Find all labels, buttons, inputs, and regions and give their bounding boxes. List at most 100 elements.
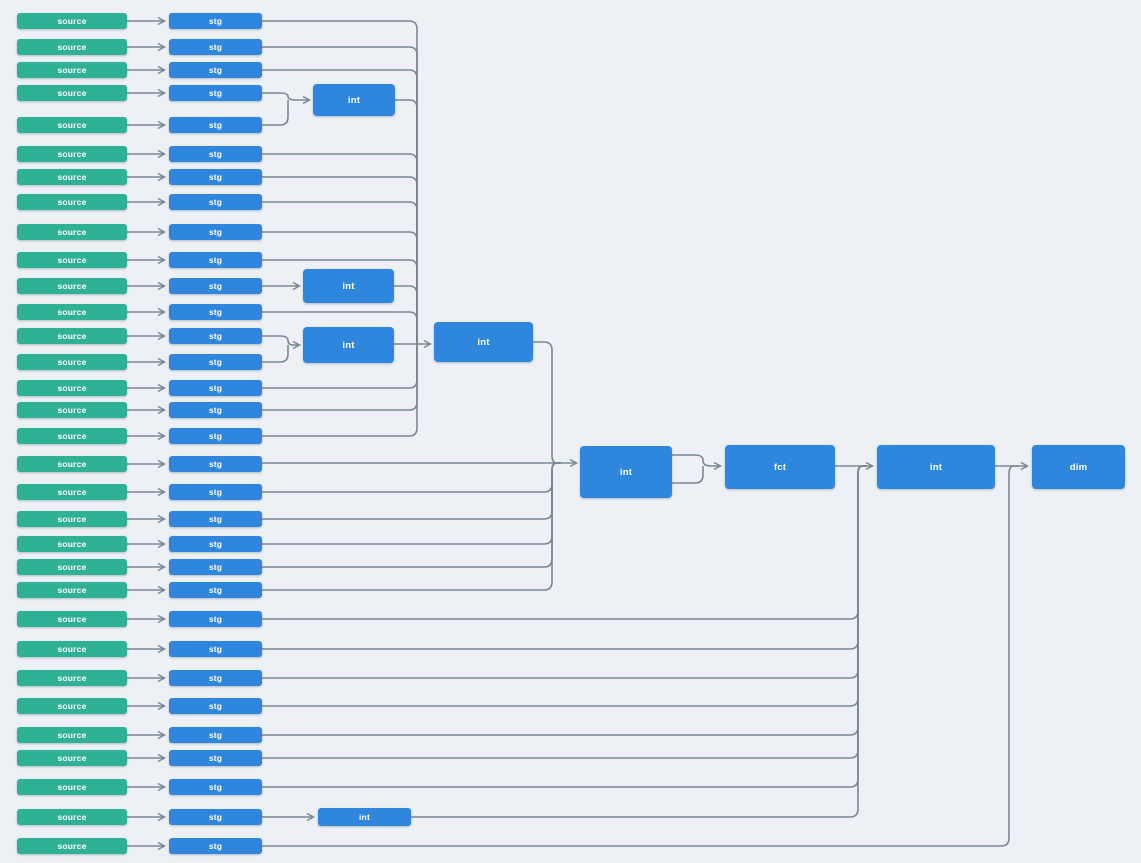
edge-stg-17-int-d	[261, 344, 418, 437]
node-stg-29[interactable]: stg	[169, 750, 262, 766]
node-stg-21[interactable]: stg	[169, 536, 262, 552]
node-source-10[interactable]: source	[17, 252, 127, 268]
edge-int-e-fct	[672, 466, 704, 484]
edge-stg-14-int-c	[261, 345, 289, 363]
node-source-9[interactable]: source	[17, 224, 127, 240]
edge-stg-26-int-f	[261, 465, 867, 679]
edge-stg-9-int-d	[261, 231, 418, 344]
node-int-g[interactable]: int	[318, 808, 411, 826]
node-source-18[interactable]: source	[17, 456, 127, 472]
node-source-4[interactable]: source	[17, 85, 127, 101]
node-fct[interactable]: fct	[725, 445, 835, 489]
node-stg-13[interactable]: stg	[169, 328, 262, 344]
node-source-26[interactable]: source	[17, 670, 127, 686]
edge-stg-23-int-e	[261, 462, 561, 591]
node-source-17[interactable]: source	[17, 428, 127, 444]
edge-stg-4-int-a	[261, 92, 312, 105]
node-source-30[interactable]: source	[17, 779, 127, 795]
node-stg-18[interactable]: stg	[169, 456, 262, 472]
node-stg-32[interactable]: stg	[169, 838, 262, 854]
node-source-31[interactable]: source	[17, 809, 127, 825]
node-stg-22[interactable]: stg	[169, 559, 262, 575]
node-source-5[interactable]: source	[17, 117, 127, 133]
edge-stg-22-int-e	[261, 462, 561, 568]
node-source-24[interactable]: source	[17, 611, 127, 627]
node-source-23[interactable]: source	[17, 582, 127, 598]
edge-stg-28-int-f	[261, 465, 867, 736]
node-source-13[interactable]: source	[17, 328, 127, 344]
node-source-15[interactable]: source	[17, 380, 127, 396]
edge-int-d-int-e	[533, 341, 561, 464]
node-source-8[interactable]: source	[17, 194, 127, 210]
node-stg-24[interactable]: stg	[169, 611, 262, 627]
node-stg-3[interactable]: stg	[169, 62, 262, 78]
node-source-32[interactable]: source	[17, 838, 127, 854]
edge-stg-32-dim	[261, 465, 1019, 847]
node-stg-28[interactable]: stg	[169, 727, 262, 743]
node-dim[interactable]: dim	[1032, 445, 1125, 489]
edge-stg-25-int-f	[261, 465, 867, 650]
node-source-6[interactable]: source	[17, 146, 127, 162]
node-stg-9[interactable]: stg	[169, 224, 262, 240]
node-stg-20[interactable]: stg	[169, 511, 262, 527]
node-stg-14[interactable]: stg	[169, 354, 262, 370]
node-stg-11[interactable]: stg	[169, 278, 262, 294]
node-source-1[interactable]: source	[17, 13, 127, 29]
node-source-3[interactable]: source	[17, 62, 127, 78]
node-source-7[interactable]: source	[17, 169, 127, 185]
node-int-a[interactable]: int	[313, 84, 395, 116]
node-stg-17[interactable]: stg	[169, 428, 262, 444]
node-stg-15[interactable]: stg	[169, 380, 262, 396]
node-stg-2[interactable]: stg	[169, 39, 262, 55]
node-stg-4[interactable]: stg	[169, 85, 262, 101]
edge-stg-12-int-d	[261, 311, 418, 344]
node-stg-12[interactable]: stg	[169, 304, 262, 320]
node-stg-16[interactable]: stg	[169, 402, 262, 418]
edge-stg-5-int-a	[261, 100, 289, 126]
node-stg-6[interactable]: stg	[169, 146, 262, 162]
node-stg-5[interactable]: stg	[169, 117, 262, 133]
node-stg-30[interactable]: stg	[169, 779, 262, 795]
node-stg-19[interactable]: stg	[169, 484, 262, 500]
edge-stg-20-int-e	[261, 462, 561, 520]
node-stg-23[interactable]: stg	[169, 582, 262, 598]
node-stg-7[interactable]: stg	[169, 169, 262, 185]
node-stg-26[interactable]: stg	[169, 670, 262, 686]
node-source-19[interactable]: source	[17, 484, 127, 500]
node-source-20[interactable]: source	[17, 511, 127, 527]
node-source-21[interactable]: source	[17, 536, 127, 552]
node-source-12[interactable]: source	[17, 304, 127, 320]
node-source-22[interactable]: source	[17, 559, 127, 575]
edge-stg-30-int-f	[261, 465, 867, 788]
node-stg-10[interactable]: stg	[169, 252, 262, 268]
edge-stg-10-int-d	[261, 259, 418, 344]
node-source-2[interactable]: source	[17, 39, 127, 55]
node-stg-8[interactable]: stg	[169, 194, 262, 210]
node-stg-1[interactable]: stg	[169, 13, 262, 29]
node-int-f[interactable]: int	[877, 445, 995, 489]
node-int-c[interactable]: int	[303, 327, 394, 363]
node-source-16[interactable]: source	[17, 402, 127, 418]
edge-stg-6-int-d	[261, 153, 418, 344]
node-stg-31[interactable]: stg	[169, 809, 262, 825]
edge-stg-13-int-c	[261, 335, 302, 350]
node-int-b[interactable]: int	[303, 269, 394, 303]
node-stg-25[interactable]: stg	[169, 641, 262, 657]
node-int-e[interactable]: int	[580, 446, 672, 498]
node-stg-27[interactable]: stg	[169, 698, 262, 714]
node-source-14[interactable]: source	[17, 354, 127, 370]
node-source-11[interactable]: source	[17, 278, 127, 294]
node-source-29[interactable]: source	[17, 750, 127, 766]
edge-stg-27-int-f	[261, 465, 867, 707]
edge-int-g-int-f	[411, 465, 867, 818]
edge-stg-2-int-d	[261, 46, 418, 344]
node-source-27[interactable]: source	[17, 698, 127, 714]
edge-stg-7-int-d	[261, 176, 418, 344]
node-source-25[interactable]: source	[17, 641, 127, 657]
edge-stg-3-int-d	[261, 69, 418, 344]
node-source-28[interactable]: source	[17, 727, 127, 743]
node-int-d[interactable]: int	[434, 322, 533, 362]
edge-stg-29-int-f	[261, 465, 867, 759]
